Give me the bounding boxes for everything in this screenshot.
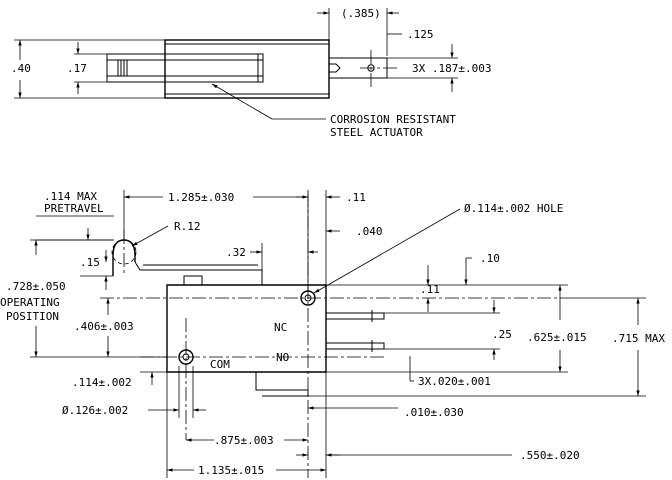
pretravel-line-1: .114 MAX: [44, 190, 97, 203]
dim-1135: 1.135±.015: [198, 464, 264, 477]
dim-625: .625±.015: [527, 331, 587, 344]
dim-32: .32: [226, 246, 246, 259]
dim-25: .25: [492, 328, 512, 341]
dim-126: Ø.126±.002: [62, 404, 128, 417]
dim-10: .10: [480, 252, 500, 265]
op-pos-line-1: .728±.050: [6, 280, 66, 293]
dim-15: .15: [80, 256, 100, 269]
terminal-width-note: 3X.020±.001: [418, 375, 491, 388]
dim-385: (.385): [341, 7, 381, 20]
callout-line-2: STEEL ACTUATOR: [330, 126, 423, 139]
callout-line-1: CORROSION RESISTANT: [330, 113, 456, 126]
dim-1285: 1.285±.030: [168, 191, 234, 204]
dim-114: .114±.002: [72, 376, 132, 389]
terminals-right: [325, 310, 385, 352]
top-view: (.385) .125 3X .187±.003 .40 .17 CORROSI…: [11, 7, 491, 139]
dim-406: .406±.003: [74, 320, 134, 333]
actuator-top: [106, 53, 264, 83]
terminal-note: 3X .187±.003: [412, 62, 491, 75]
dim-010: .010±.030: [404, 406, 464, 419]
label-nc: NC: [274, 321, 287, 334]
terminal-bottom: [255, 372, 309, 397]
dim-125: .125: [407, 28, 434, 41]
dim-550: .550±.020: [520, 449, 580, 462]
label-no: NO: [276, 351, 289, 364]
op-pos-line-2: OPERATING: [0, 296, 60, 309]
dim-11-mid: .11: [420, 283, 440, 296]
actuator-grip-hatch: [117, 60, 128, 76]
hole-note: Ø.114±.002 HOLE: [464, 202, 563, 215]
top-body-outline: [164, 39, 330, 99]
front-view: NC NO COM .114 MAX PRETRAVEL 1.285±.030 …: [0, 190, 665, 478]
dim-11-top: .11: [346, 191, 366, 204]
pretravel-line-2: PRETRAVEL: [44, 202, 104, 215]
dim-875: .875±.003: [214, 434, 274, 447]
dim-40: .40: [11, 62, 31, 75]
radius-note: R.12: [174, 220, 201, 233]
dim-17: .17: [67, 62, 87, 75]
actuator-lever: [134, 261, 263, 285]
dim-040: .040: [356, 225, 383, 238]
dim-715: .715 MAX: [612, 332, 665, 345]
op-pos-line-3: POSITION: [6, 310, 59, 323]
label-com: COM: [210, 358, 230, 371]
